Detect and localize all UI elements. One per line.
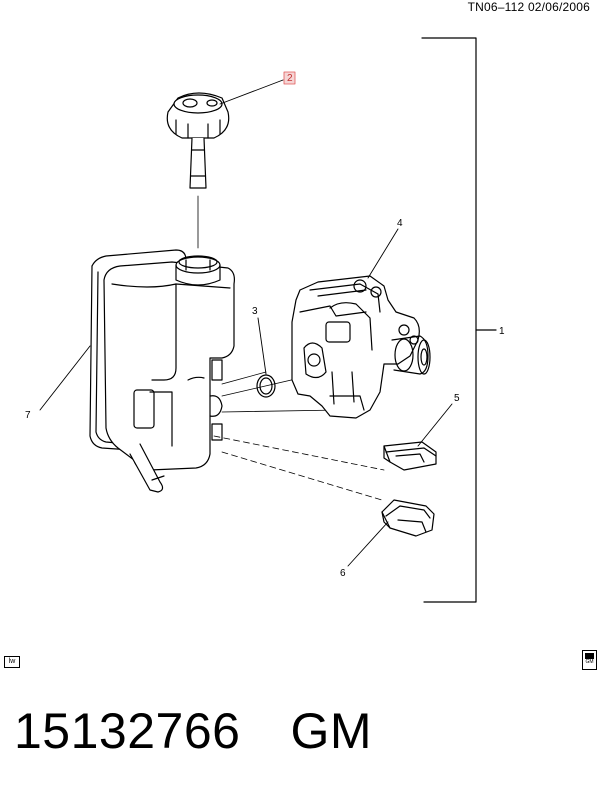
- callout-1: 1: [499, 326, 505, 337]
- retaining-clip-lower: [381, 499, 435, 537]
- reservoir-cap: [166, 92, 230, 249]
- drawing-date: 02/06/2006: [527, 0, 590, 14]
- fluid-reservoir: [89, 249, 235, 493]
- callout-5: 5: [454, 393, 460, 404]
- leader-5: [417, 403, 453, 447]
- assembly-guide-lines: [213, 371, 385, 501]
- screen-icon: [585, 653, 594, 659]
- exploded-parts-diagram: 1 2 3 4 5 6 7: [25, 37, 505, 603]
- lw-badge: lw: [4, 656, 20, 668]
- drawing-code: TN06–112: [467, 0, 525, 14]
- power-steering-pump: [291, 275, 431, 419]
- callout-6: 6: [340, 568, 346, 579]
- callout-3: 3: [252, 306, 258, 317]
- assembly-bracket: [421, 37, 497, 603]
- callout-labels: 1 2 3 4 5 6 7: [25, 71, 505, 579]
- gm-badge-label: GM: [585, 659, 594, 665]
- callout-7: 7: [25, 410, 31, 421]
- leader-2: [219, 79, 284, 105]
- callout-4: 4: [397, 218, 403, 229]
- callout-2-highlight: [283, 71, 296, 85]
- retaining-clip-upper: [383, 441, 437, 471]
- gm-icon: GM: [582, 650, 597, 670]
- leader-7: [39, 345, 91, 411]
- part-number-line: 15132766 GM: [14, 702, 372, 760]
- leader-3: [257, 317, 267, 375]
- callout-leaders: [39, 79, 453, 567]
- o-ring-seal: [256, 374, 276, 398]
- drawing-header: TN06–112 02/06/2006: [468, 0, 590, 14]
- brand-name: GM: [290, 703, 373, 759]
- leader-4: [367, 228, 399, 279]
- callout-2: 2: [287, 73, 293, 84]
- leader-6: [347, 521, 389, 567]
- part-number: 15132766: [14, 703, 241, 759]
